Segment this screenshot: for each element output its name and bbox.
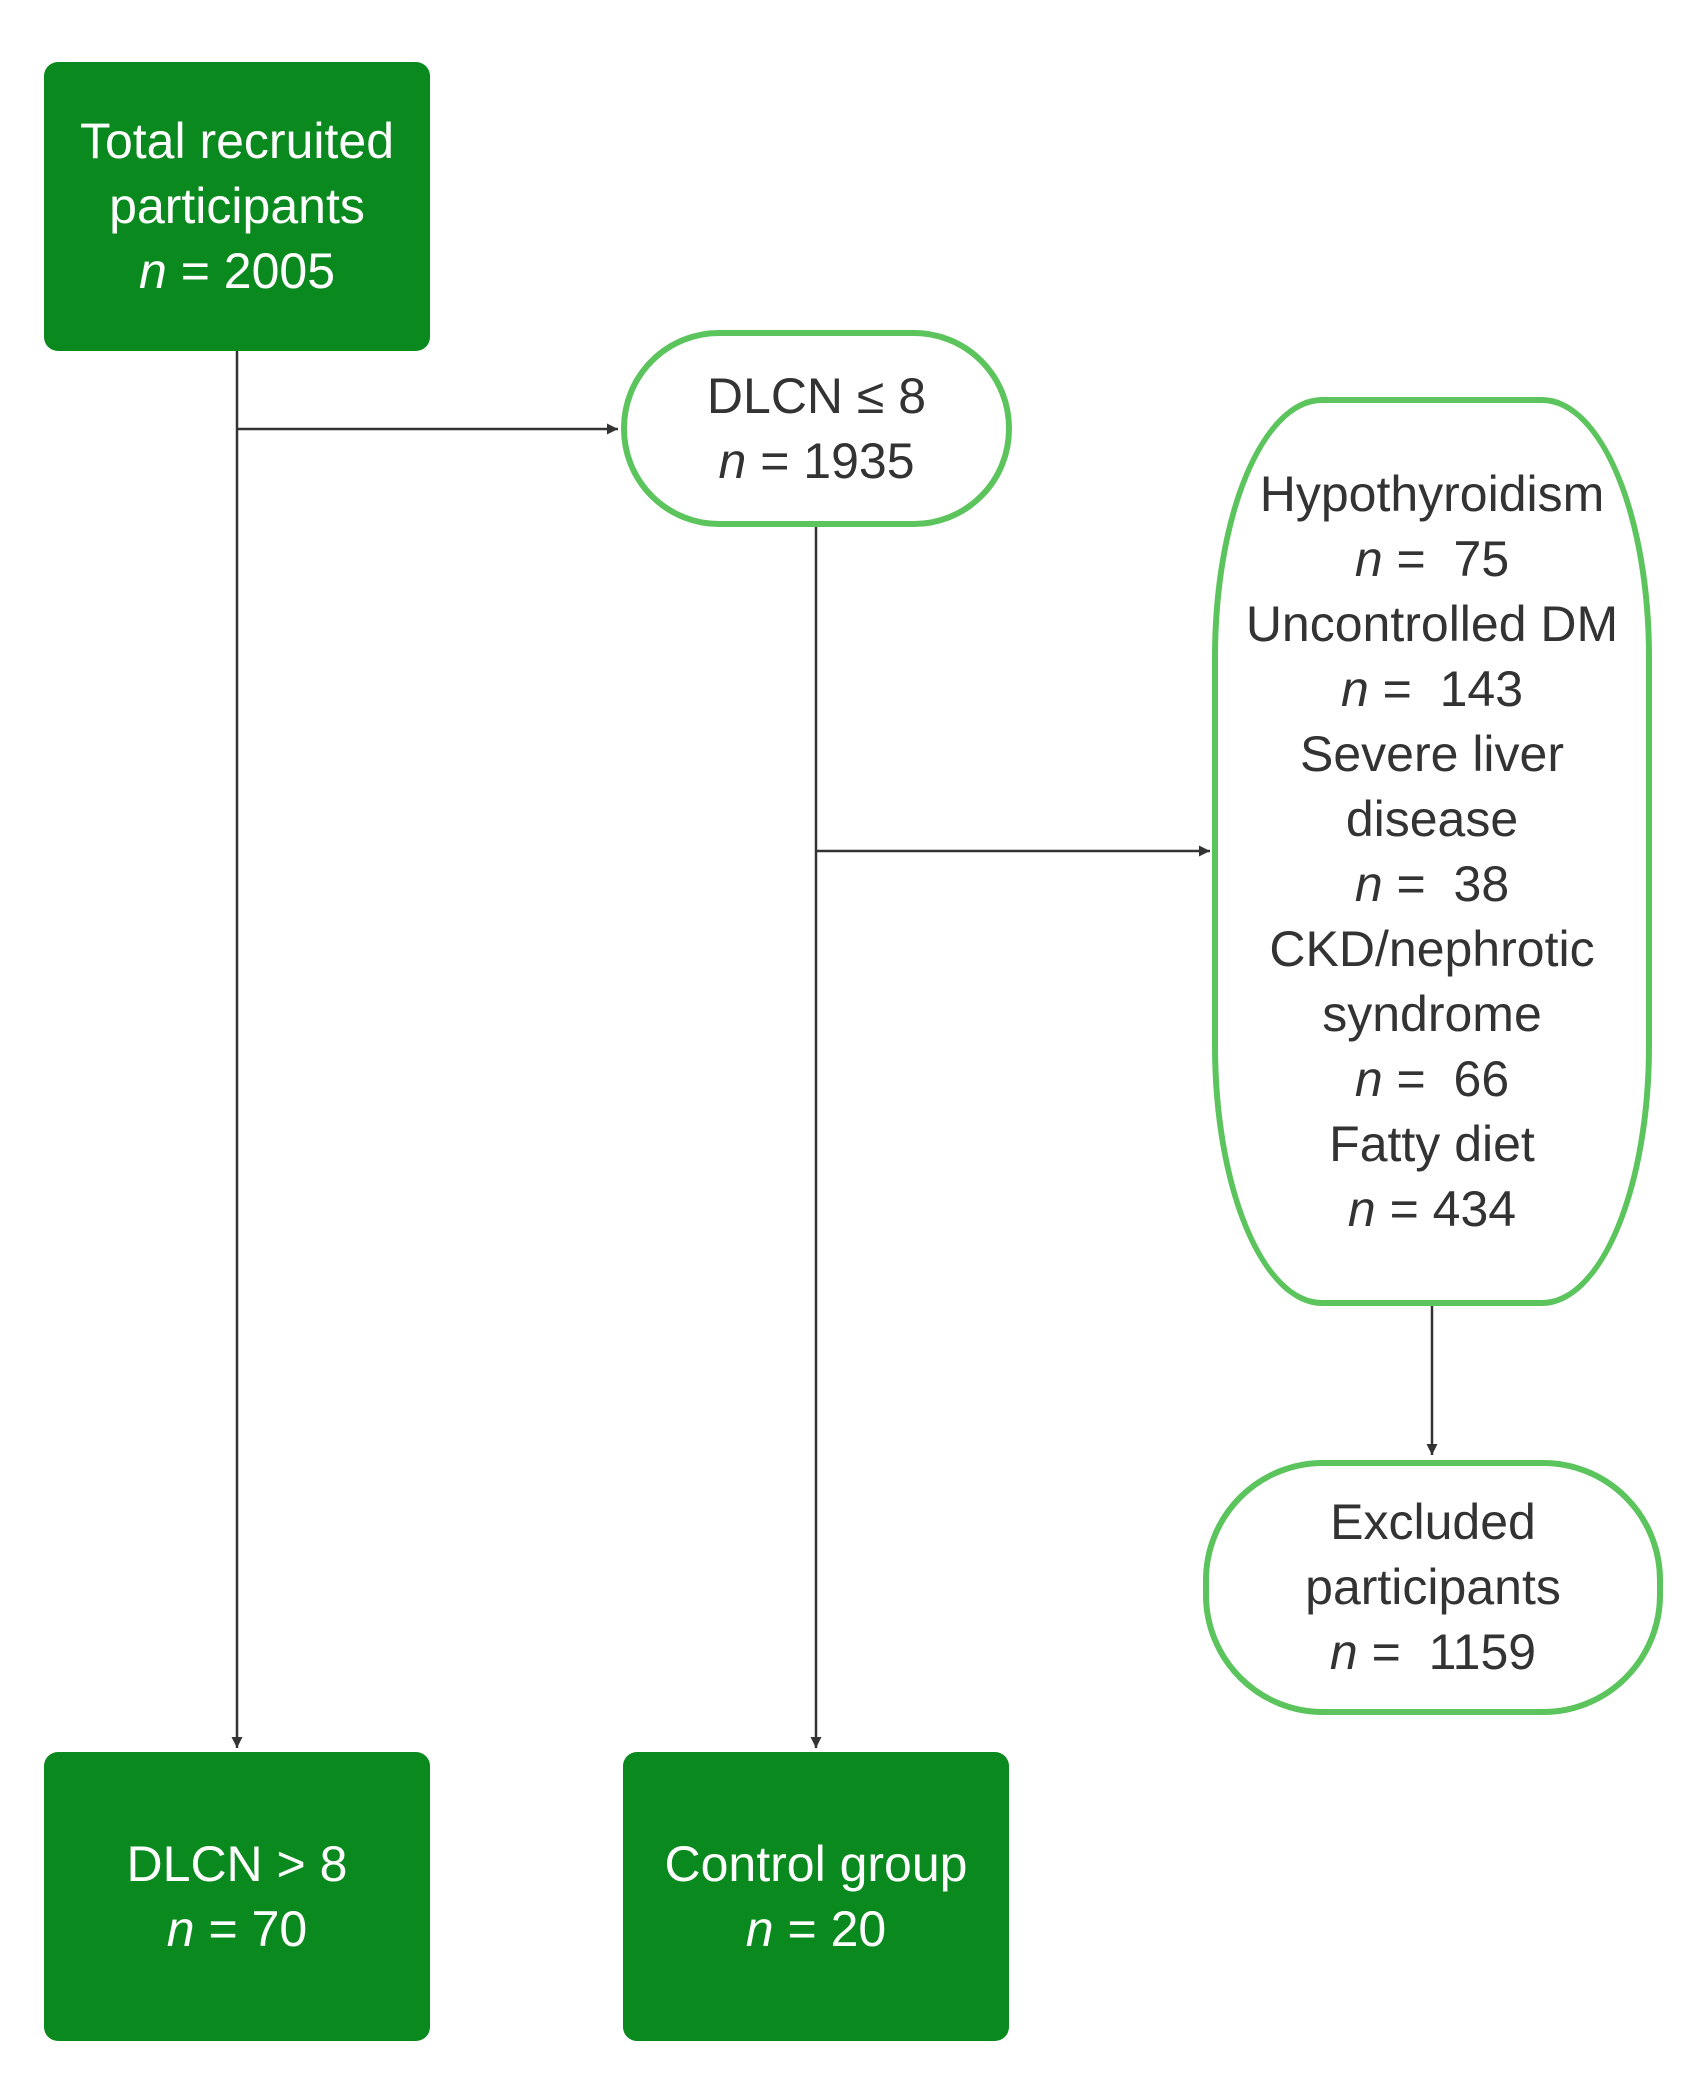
node-text-line: Total recruited bbox=[79, 113, 395, 169]
exclusion-label: syndrome bbox=[1322, 985, 1542, 1042]
node-text-line: Control group bbox=[664, 1835, 968, 1892]
node-count: n = 70 bbox=[167, 1897, 307, 1962]
n-symbol: n bbox=[1347, 1180, 1376, 1237]
node-text-line: Excluded bbox=[1330, 1494, 1536, 1550]
node-count: n = 1159 bbox=[1330, 1620, 1536, 1685]
exclusion-label: Fatty diet bbox=[1329, 1115, 1535, 1172]
n-symbol: n bbox=[1354, 855, 1383, 912]
exclusion-label: disease bbox=[1345, 790, 1519, 847]
exclusion-count: n = 143 bbox=[1341, 657, 1523, 722]
n-value: = 1159 bbox=[1357, 1624, 1537, 1680]
exclusion-count: n = 38 bbox=[1355, 852, 1509, 917]
n-value: = 2005 bbox=[166, 243, 336, 299]
node-text-line: participants bbox=[109, 178, 365, 234]
exclusion-label: Severe liver bbox=[1300, 725, 1564, 782]
node-text-line: participants bbox=[1305, 1559, 1561, 1615]
exclusion-label: Uncontrolled DM bbox=[1245, 595, 1619, 652]
node-count: n = 20 bbox=[746, 1897, 886, 1962]
exclusion-count: n = 434 bbox=[1348, 1177, 1516, 1242]
n-value: = 66 bbox=[1382, 1050, 1510, 1107]
n-symbol: n bbox=[1340, 660, 1369, 717]
node-total-recruited: Total recruited participants n = 2005 bbox=[44, 62, 430, 351]
exclusion-label: CKD/nephrotic bbox=[1269, 920, 1595, 977]
n-symbol: n bbox=[1354, 1050, 1383, 1107]
n-value: = 1935 bbox=[746, 432, 915, 489]
n-value: = 434 bbox=[1375, 1180, 1517, 1237]
node-text-line: DLCN ≤ 8 bbox=[706, 367, 927, 424]
node-excluded-participants: Excluded participants n = 1159 bbox=[1203, 1460, 1663, 1715]
exclusion-label: Hypothyroidism bbox=[1259, 465, 1605, 522]
node-count: n = 2005 bbox=[139, 239, 335, 304]
node-count: n = 1935 bbox=[718, 429, 914, 494]
n-value: = 20 bbox=[773, 1900, 887, 1957]
n-symbol: n bbox=[718, 432, 747, 489]
n-symbol: n bbox=[745, 1900, 774, 1957]
n-symbol: n bbox=[1354, 530, 1383, 587]
n-symbol: n bbox=[1329, 1624, 1358, 1680]
node-exclusion-criteria: Hypothyroidism n = 75 Uncontrolled DM n … bbox=[1212, 397, 1652, 1306]
node-text-line: DLCN > 8 bbox=[126, 1835, 348, 1892]
exclusion-count: n = 75 bbox=[1355, 527, 1509, 592]
n-value: = 143 bbox=[1368, 660, 1524, 717]
n-symbol: n bbox=[138, 243, 167, 299]
node-dlcn-gt-8: DLCN > 8 n = 70 bbox=[44, 1752, 430, 2041]
exclusion-count: n = 66 bbox=[1355, 1047, 1509, 1112]
n-symbol: n bbox=[166, 1900, 195, 1957]
n-value: = 70 bbox=[194, 1900, 308, 1957]
node-control-group: Control group n = 20 bbox=[623, 1752, 1009, 2041]
node-dlcn-le-8: DLCN ≤ 8 n = 1935 bbox=[621, 330, 1012, 527]
n-value: = 38 bbox=[1382, 855, 1510, 912]
n-value: = 75 bbox=[1382, 530, 1510, 587]
